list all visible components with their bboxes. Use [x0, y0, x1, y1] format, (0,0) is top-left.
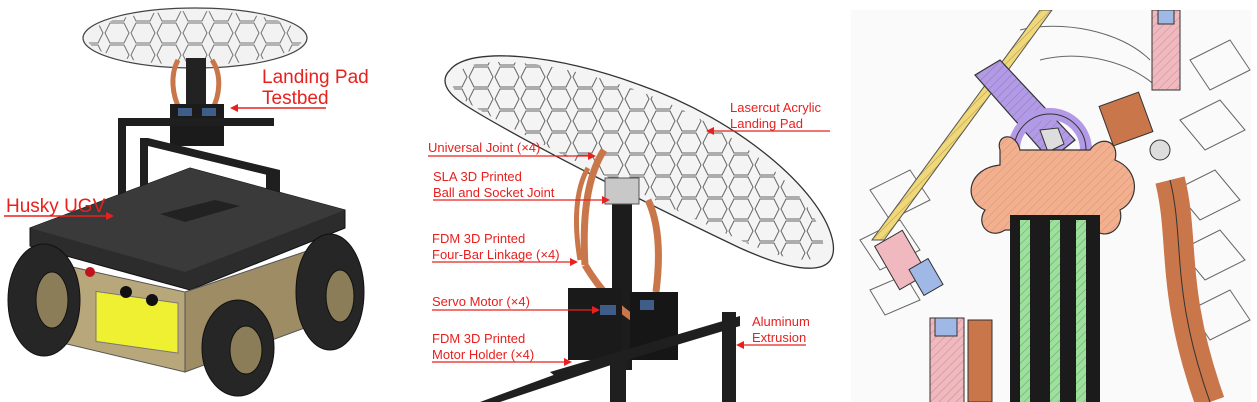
label-fdm-fourbar-line2: Four-Bar Linkage (×4) — [432, 247, 560, 262]
left-annotation-landing-pad: Landing Pad Testbed — [230, 67, 369, 112]
label-universal-joint: Universal Joint (×4) — [428, 140, 540, 155]
label-fdm-fourbar-line1: FDM 3D Printed — [432, 231, 525, 246]
label-fdm-holder-line2: Motor Holder (×4) — [432, 347, 534, 362]
middle-annotations: Lasercut Acrylic Landing Pad Universal J… — [428, 100, 830, 366]
right-left-linkage — [873, 229, 993, 402]
left-landing-pad-plate — [82, 7, 308, 69]
label-sla-line2: Ball and Socket Joint — [433, 185, 555, 200]
label-landing-pad-line2: Testbed — [262, 88, 329, 109]
label-husky-ugv: Husky UGV — [6, 196, 106, 217]
left-panel-husky: Landing Pad Testbed Husky UGV — [4, 7, 369, 397]
label-lasercut-acrylic-line1: Lasercut Acrylic — [730, 100, 822, 115]
right-copper-link — [1098, 91, 1225, 402]
middle-aluminum-frame — [480, 312, 740, 402]
right-column-section — [1010, 215, 1100, 402]
label-lasercut-acrylic-line2: Landing Pad — [730, 116, 803, 131]
label-sla-line1: SLA 3D Printed — [433, 169, 522, 184]
middle-acrylic-pad — [444, 55, 835, 269]
label-landing-pad-line1: Landing Pad — [262, 67, 369, 88]
right-panel-section-view — [851, 10, 1251, 402]
label-servo-motor: Servo Motor (×4) — [432, 294, 530, 309]
left-linkages — [170, 58, 224, 146]
label-aluminum-line2: Extrusion — [752, 330, 806, 345]
left-ugv-deck — [29, 167, 346, 291]
left-ugv-wheels — [7, 233, 365, 397]
middle-panel-testbed: Lasercut Acrylic Landing Pad Universal J… — [428, 55, 835, 402]
right-hex-background — [859, 25, 1251, 341]
label-aluminum-line1: Aluminum — [752, 314, 810, 329]
right-pink-linkage-top — [1151, 10, 1181, 91]
label-fdm-holder-line1: FDM 3D Printed — [432, 331, 525, 346]
left-annotation-husky: Husky UGV — [4, 196, 114, 220]
